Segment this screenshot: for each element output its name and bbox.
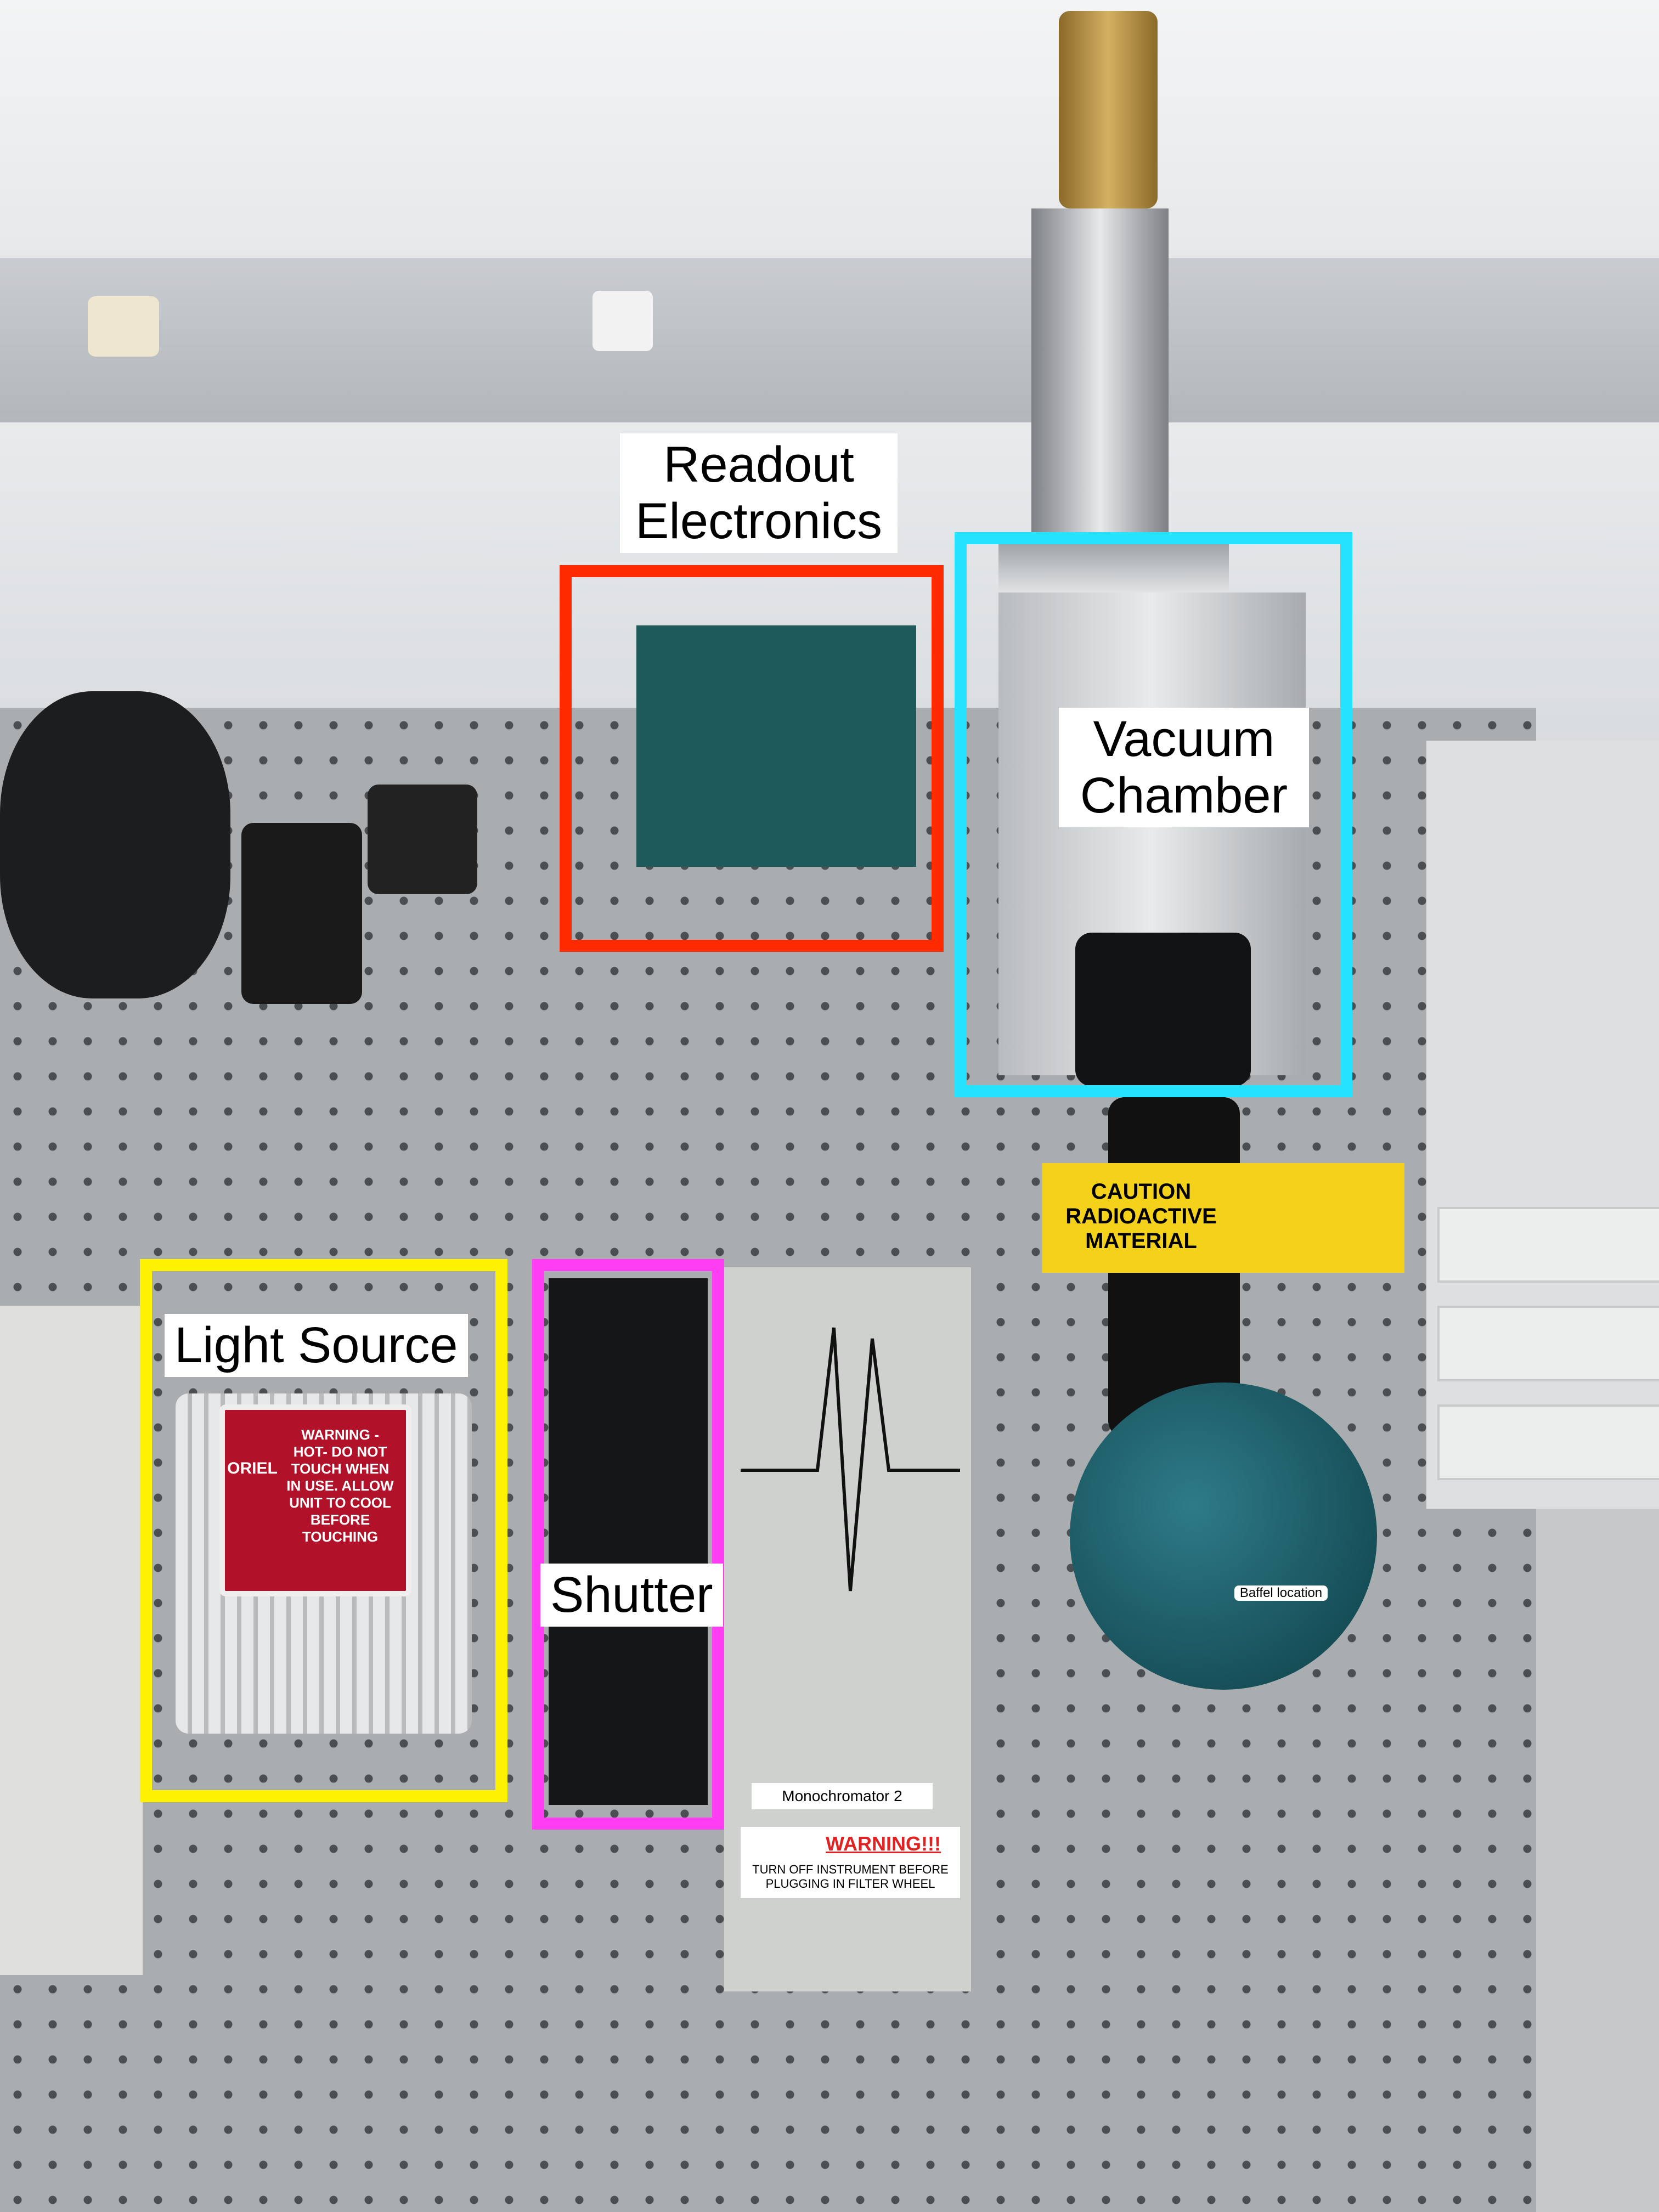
shutter-box <box>532 1259 724 1830</box>
readout-pcb <box>636 625 916 867</box>
integrating-sphere <box>1070 1383 1377 1690</box>
monochromator-logo <box>741 1327 960 1592</box>
drawer-cabinet <box>1426 741 1659 1509</box>
shutter-body <box>549 1278 708 1805</box>
lamp-warning-text: WARNING -HOT- DO NOT TOUCH WHEN IN USE. … <box>286 1426 394 1545</box>
newport-warning-body: TURN OFF INSTRUMENT BEFORE PLUGGING IN F… <box>752 1863 949 1891</box>
integrating-sphere-left <box>0 691 230 998</box>
newport-warning-title: WARNING!!! <box>826 1832 941 1855</box>
monochromator-label: Monochromator 2 <box>752 1783 933 1809</box>
power-supply <box>241 823 362 1004</box>
caution-sign <box>1042 1163 1404 1273</box>
power-rail <box>0 258 1659 422</box>
light-source-box <box>140 1259 507 1802</box>
power-outlet <box>88 296 159 357</box>
readout-electronics-label: Readout Electronics <box>620 433 898 554</box>
cabinet-drawer <box>1437 1404 1659 1480</box>
cryostat-column <box>1031 208 1169 549</box>
power-supply <box>368 785 477 894</box>
light-source-label: Light Source <box>165 1314 468 1378</box>
vacuum-chamber-box <box>955 532 1352 1097</box>
power-outlet <box>592 291 653 351</box>
lamp-brand: ORIEL <box>227 1459 278 1477</box>
shutter-label: Shutter <box>540 1564 723 1627</box>
cryostat-flange <box>998 543 1229 592</box>
lamp-warning-plate <box>219 1404 411 1596</box>
sphere-label: Baffel location <box>1234 1585 1328 1601</box>
cabinet-drawer <box>1437 1306 1659 1381</box>
readout-electronics-box <box>560 565 944 952</box>
instrument-enclosure <box>0 1306 143 1975</box>
brass-valve <box>1059 11 1158 208</box>
caution-sign-text: CAUTION RADIOACTIVE MATERIAL <box>1065 1180 1217 1253</box>
vacuum-chamber-label: Vacuum Chamber <box>1059 708 1309 828</box>
cabinet-drawer <box>1437 1207 1659 1283</box>
newport-warning-sticker <box>741 1827 960 1898</box>
chamber-window-tube <box>1075 933 1251 1086</box>
lab-wall <box>0 0 1659 307</box>
